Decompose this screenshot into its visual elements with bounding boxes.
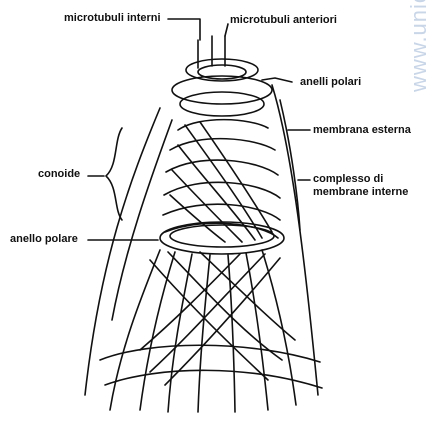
leader-anelli-polari (262, 78, 292, 82)
posterior-polar-ring (160, 222, 284, 254)
label-anelli-polari: anelli polari (300, 76, 361, 88)
label-microtubuli-anteriori: microtubuli anteriori (230, 14, 337, 26)
microtubules-cross (140, 252, 295, 385)
label-microtubuli-interni: microtubuli interni (64, 12, 161, 24)
label-complesso-line2: membrane interne (313, 186, 408, 198)
leader-microtubuli-anteriori (225, 24, 228, 36)
label-conoide: conoide (38, 168, 80, 180)
label-membrana-esterna: membrana esterna (313, 124, 411, 136)
leader-microtubuli-interni (168, 19, 200, 40)
lower-curves (100, 345, 322, 388)
microtubules-down (110, 250, 296, 412)
label-anello-polare: anello polare (10, 233, 78, 245)
posterior-polar-ring-inner (170, 225, 274, 247)
inner-microtubules (198, 36, 225, 68)
outer-membrane-right (272, 85, 318, 395)
conoide-brace (106, 128, 122, 220)
label-complesso-line1: complesso di (313, 173, 383, 185)
